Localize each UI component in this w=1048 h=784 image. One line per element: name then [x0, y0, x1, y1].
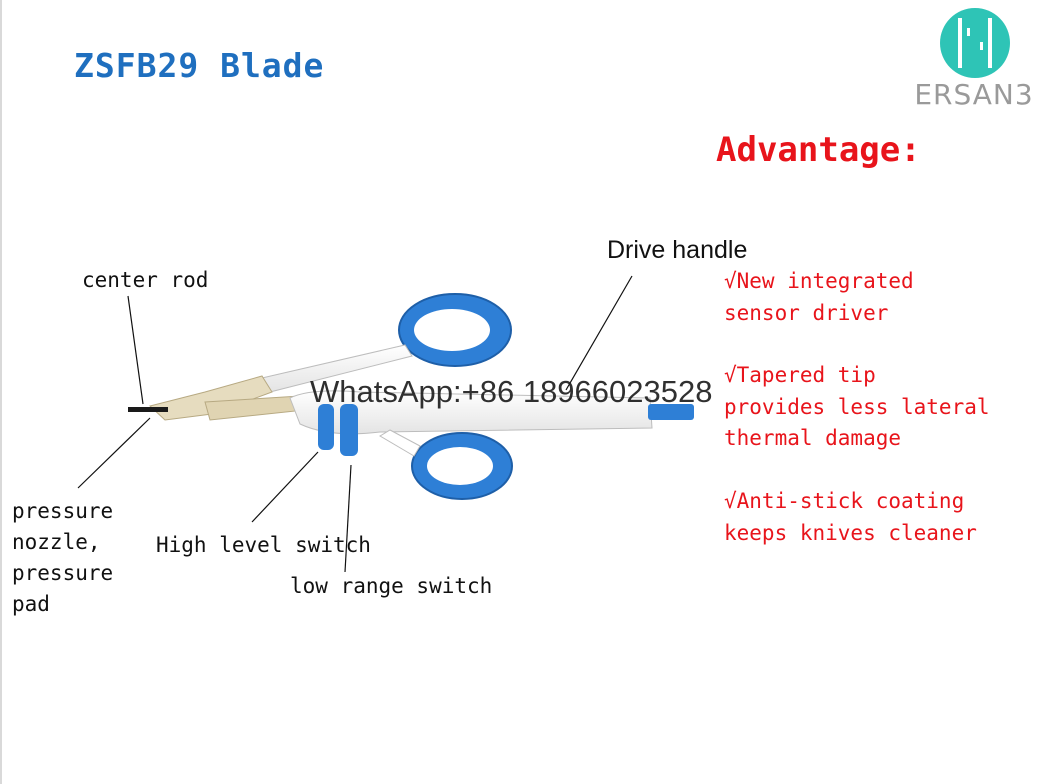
advantage-item-3: √Anti-stick coating keeps knives cleaner — [724, 486, 977, 549]
advantage-line: thermal damage — [724, 426, 902, 450]
label-center-rod: center rod — [82, 268, 209, 292]
label-drive-handle: Drive handle — [607, 236, 748, 264]
advantage-heading: Advantage: — [716, 130, 921, 170]
advantage-line: sensor driver — [724, 300, 889, 325]
advantage-line: √Tapered tip — [724, 363, 876, 387]
slide-left-border — [0, 0, 2, 784]
high-level-switch-shape — [318, 404, 334, 450]
advantage-line: keeps knives cleaner — [724, 520, 977, 545]
low-range-switch-shape — [340, 404, 358, 456]
whatsapp-watermark: WhatsApp:+86 18966023528 — [310, 374, 713, 409]
advantage-item-1: √New integrated sensor driver — [724, 266, 914, 329]
label-line: pressure — [12, 561, 114, 585]
advantage-line: √New integrated — [724, 269, 914, 293]
advantage-line: provides less lateral — [724, 394, 990, 419]
brand-logo-text: ERSAN3 — [914, 78, 1034, 111]
advantage-line: √Anti-stick coating — [724, 489, 965, 513]
label-line: nozzle, — [12, 530, 101, 554]
advantage-item-2: √Tapered tip provides less lateral therm… — [724, 360, 990, 455]
label-line: pad — [12, 592, 50, 616]
label-pressure-nozzle: pressure nozzle, pressure pad — [12, 496, 113, 620]
slide-title: ZSFB29 Blade — [74, 46, 325, 85]
label-low-range-switch: low range switch — [290, 574, 493, 598]
brand-logo-icon — [940, 8, 1010, 78]
label-high-level-switch: High level switch — [156, 533, 371, 557]
drive-tail — [648, 404, 694, 420]
label-line: pressure — [12, 499, 114, 523]
